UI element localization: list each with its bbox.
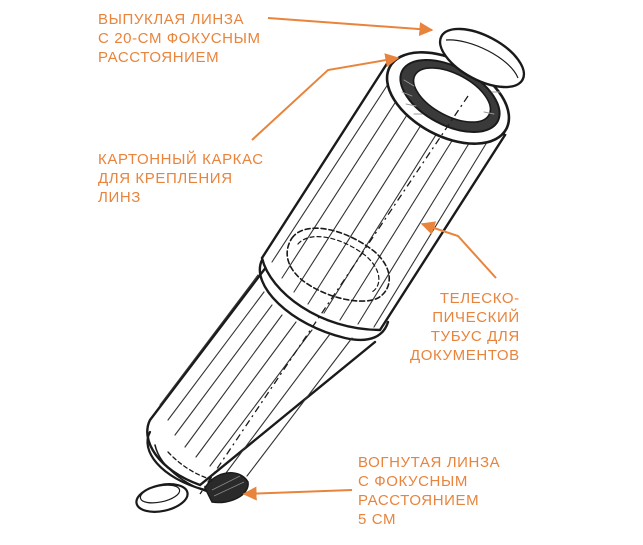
label-cardboard-frame: КАРТОННЫЙ КАРКАС ДЛЯ КРЕПЛЕНИЯ ЛИНЗ [98, 151, 264, 206]
arrow-cardboard-frame [251, 53, 400, 141]
label-telescopic-tube: ТЕЛЕСКО- ПИЧЕСКИЙ ТУБУС ДЛЯ ДОКУМЕНТОВ [410, 290, 520, 364]
convex-lens [438, 27, 526, 89]
concave-lens-holder [204, 472, 249, 504]
arrow-concave-lens [242, 486, 353, 501]
leader-arrows [242, 17, 497, 501]
arrow-convex-lens [267, 17, 434, 37]
optical-axis [199, 95, 469, 495]
label-convex-lens: ВЫПУКЛАЯ ЛИНЗА С 20-СМ ФОКУСНЫМ РАССТОЯН… [98, 11, 261, 66]
label-concave-lens: ВОГНУТАЯ ЛИНЗА С ФОКУСНЫМ РАССТОЯНИЕМ 5 … [358, 454, 501, 528]
arrow-telescopic-tube [420, 221, 497, 279]
concave-lens [135, 483, 189, 513]
